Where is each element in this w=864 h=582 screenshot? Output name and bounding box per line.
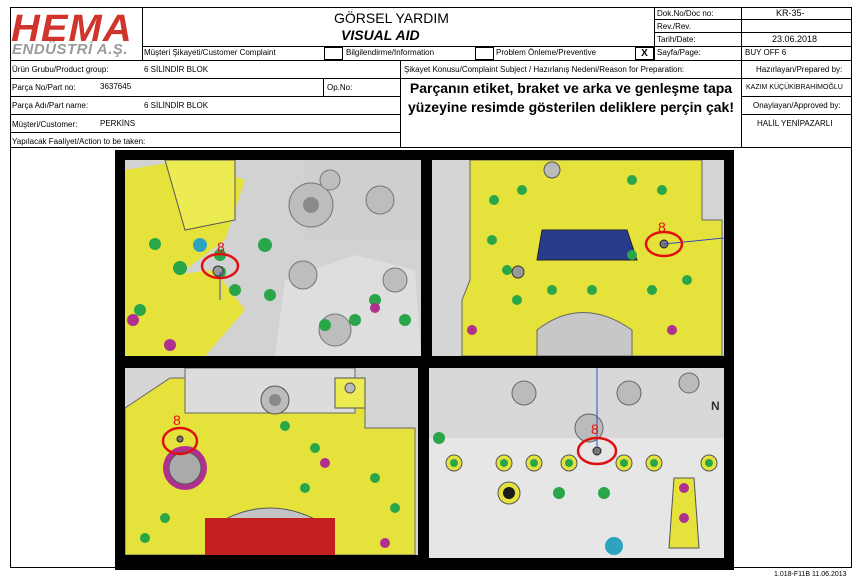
- subject-label: Şikayet Konusu/Complaint Subject / Hazır…: [404, 65, 685, 74]
- customer-value: PERKİNS: [100, 119, 136, 128]
- part-name-value: 6 SİLİNDİR BLOK: [144, 101, 209, 110]
- form-code: 1.018-F11B 11.06.2013: [774, 571, 847, 578]
- title-en: VISUAL AID: [341, 27, 420, 43]
- part-no-value: 3637645: [100, 82, 132, 91]
- letter-n: N: [711, 399, 720, 413]
- company-logo-subtitle: ENDÜSTRİ A.Ş.: [12, 41, 128, 58]
- page-value: BUY OFF 6: [745, 48, 787, 57]
- part-no-label: Parça No/Part no:: [12, 83, 76, 92]
- photo-bottom-left: 8: [125, 368, 418, 555]
- checkbox-customer-complaint[interactable]: [324, 47, 343, 60]
- category-preventive: Problem Önleme/Preventive: [496, 48, 597, 57]
- marker-label-3: 8: [173, 412, 181, 428]
- action-label: Yapılacak Faaliyet/Action to be taken:: [12, 137, 146, 146]
- product-group-value: 6 SİLİNDİR BLOK: [144, 65, 209, 74]
- page-label: Sayfa/Page:: [657, 48, 701, 57]
- marker-label-2: 8: [658, 219, 666, 235]
- category-information: Bilgilendirme/Information: [346, 48, 435, 57]
- prepared-by-label: Hazırlayan/Prepared by:: [756, 65, 843, 74]
- photo-bottom-right: 8 N: [429, 368, 724, 558]
- product-group-label: Ürün Grubu/Product group:: [12, 65, 109, 74]
- category-customer-complaint: Müşteri Şikayeti/Customer Complaint: [144, 48, 276, 57]
- company-logo: HEMA: [11, 8, 133, 50]
- customer-label: Müşteri/Customer:: [12, 120, 78, 129]
- prepared-by-value: KAZIM KÜÇÜKİBRAHİMOĞLU: [746, 84, 843, 91]
- rev-label: Rev./Rev.: [657, 22, 691, 31]
- approved-by-label: Onaylayan/Approved by:: [753, 101, 841, 110]
- checkbox-preventive[interactable]: X: [635, 47, 654, 60]
- op-no-label: Op.No:: [327, 83, 353, 92]
- doc-no-label: Dok.No/Doc no:: [657, 9, 714, 18]
- marker-label-4: 8: [591, 421, 599, 437]
- date-value: 23.06.2018: [772, 34, 818, 44]
- photo-top-right: 8: [432, 160, 724, 356]
- approved-by-value: HALİL YENİPAZARLI: [757, 119, 833, 128]
- marker-label-1: 8: [217, 239, 225, 255]
- action-description: Parçanın etiket, braket ve arka ve genle…: [407, 80, 735, 115]
- date-label: Tarih/Date:: [657, 35, 696, 44]
- photo-top-left: 8: [125, 160, 421, 356]
- title-tr: GÖRSEL YARDIM: [334, 10, 449, 26]
- doc-no-value: KR-35-: [776, 8, 805, 18]
- part-name-label: Parça Adı/Part name:: [12, 101, 89, 110]
- checkbox-information[interactable]: [475, 47, 494, 60]
